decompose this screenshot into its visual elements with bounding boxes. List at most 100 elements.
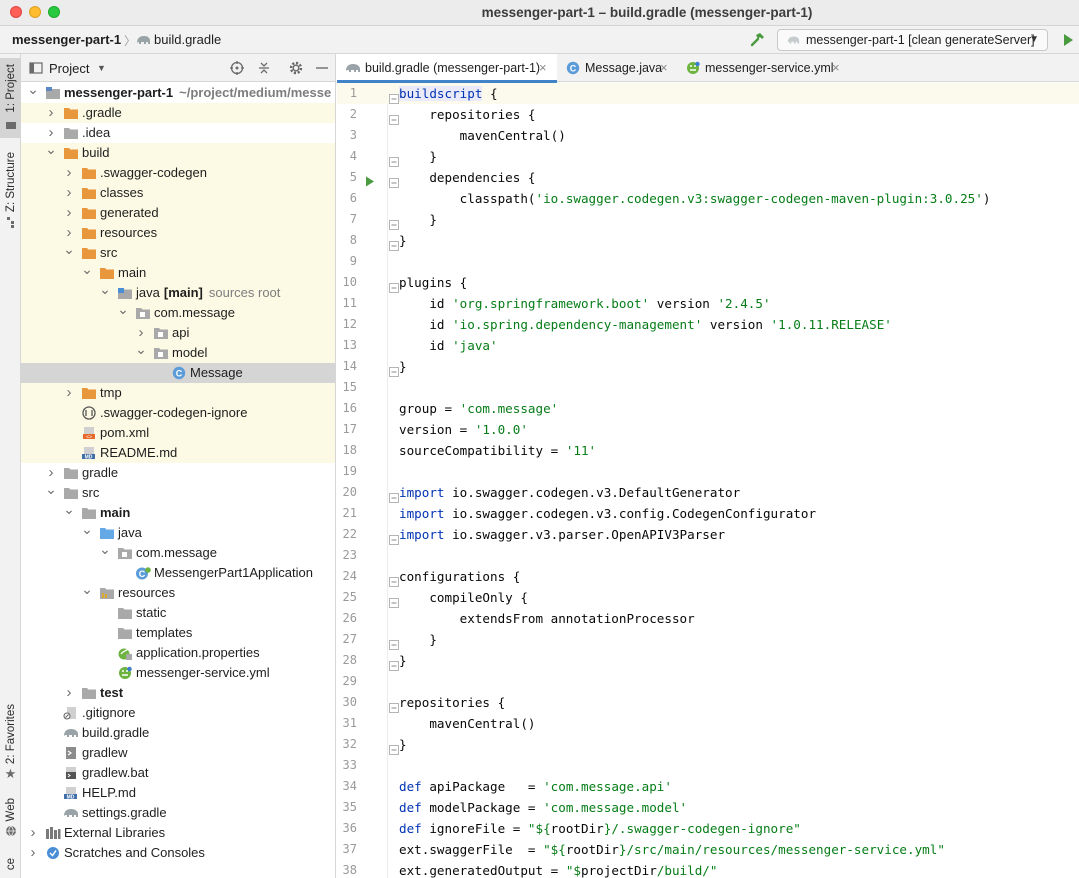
- tree-item[interactable]: ⌄main: [21, 501, 335, 523]
- fold-marker-icon[interactable]: [389, 740, 399, 755]
- tool-tab-project[interactable]: 1: Project: [0, 58, 21, 138]
- fold-marker-icon[interactable]: [389, 362, 399, 377]
- fold-marker-icon[interactable]: [389, 530, 399, 545]
- tree-item[interactable]: ›generated: [21, 203, 335, 223]
- chevron-down-icon[interactable]: ⌄: [81, 521, 93, 537]
- tree-item[interactable]: ⌄com.message: [21, 541, 335, 563]
- code-line[interactable]: 14}: [337, 356, 1079, 377]
- tool-tab-structure[interactable]: Z: Structure: [0, 150, 21, 230]
- code-line[interactable]: 4 }: [337, 146, 1079, 167]
- chevron-right-icon[interactable]: ›: [138, 324, 144, 341]
- tree-item[interactable]: ›resources: [21, 223, 335, 243]
- chevron-right-icon[interactable]: ›: [66, 204, 72, 221]
- close-tab-icon[interactable]: ×: [832, 60, 840, 75]
- code-line[interactable]: 33: [337, 755, 1079, 776]
- tree-item[interactable]: .swagger-codegen-ignore: [21, 403, 335, 423]
- chevron-down-icon[interactable]: ⌄: [81, 581, 93, 597]
- tree-item[interactable]: gradlew: [21, 743, 335, 763]
- zoom-window-button[interactable]: [48, 6, 60, 18]
- tree-item[interactable]: ›.gradle: [21, 103, 335, 123]
- code-line[interactable]: 5 dependencies {: [337, 167, 1079, 188]
- tree-item[interactable]: ⌄messenger-part-1~/project/medium/messe: [21, 81, 335, 103]
- collapse-all-icon[interactable]: [256, 60, 272, 76]
- tree-item[interactable]: ›gradle: [21, 463, 335, 483]
- code-line[interactable]: 2 repositories {: [337, 104, 1079, 125]
- code-line[interactable]: 11 id 'org.springframework.boot' version…: [337, 293, 1079, 314]
- chevron-right-icon[interactable]: ›: [66, 384, 72, 401]
- fold-marker-icon[interactable]: [389, 572, 399, 587]
- tree-item[interactable]: ›External Libraries: [21, 823, 335, 843]
- chevron-right-icon[interactable]: ›: [66, 224, 72, 241]
- code-line[interactable]: 3 mavenCentral(): [337, 125, 1079, 146]
- tree-item[interactable]: messenger-service.yml: [21, 663, 335, 683]
- project-view-selector[interactable]: Project: [49, 61, 90, 76]
- code-line[interactable]: 15: [337, 377, 1079, 398]
- tree-item[interactable]: ⌄resources: [21, 581, 335, 603]
- code-line[interactable]: 27 }: [337, 629, 1079, 650]
- tree-item[interactable]: ›api: [21, 323, 335, 343]
- hide-panel-icon[interactable]: [314, 60, 330, 76]
- fold-marker-icon[interactable]: [389, 236, 399, 251]
- code-line[interactable]: 8}: [337, 230, 1079, 251]
- chevron-right-icon[interactable]: ›: [48, 104, 54, 121]
- tree-item[interactable]: ⌄src: [21, 241, 335, 263]
- tree-item[interactable]: gradlew.bat: [21, 763, 335, 783]
- fold-marker-icon[interactable]: [389, 278, 399, 293]
- code-line[interactable]: 13 id 'java': [337, 335, 1079, 356]
- close-window-button[interactable]: [10, 6, 22, 18]
- editor-tab[interactable]: messenger-service.yml×: [677, 54, 847, 82]
- tree-item[interactable]: ⌄main: [21, 261, 335, 283]
- chevron-down-icon[interactable]: ⌄: [99, 541, 111, 557]
- tree-item[interactable]: ›.swagger-codegen: [21, 163, 335, 183]
- tree-item[interactable]: ›test: [21, 683, 335, 703]
- chevron-right-icon[interactable]: ›: [66, 164, 72, 181]
- chevron-right-icon[interactable]: ›: [48, 124, 54, 141]
- chevron-down-icon[interactable]: ⌄: [63, 501, 75, 517]
- tree-item[interactable]: application.properties: [21, 643, 335, 663]
- chevron-down-icon[interactable]: ⌄: [45, 481, 57, 497]
- chevron-down-icon[interactable]: ⌄: [27, 81, 39, 97]
- tree-item[interactable]: static: [21, 603, 335, 623]
- editor-tab[interactable]: build.gradle (messenger-part-1)×: [337, 54, 557, 83]
- breadcrumb-file[interactable]: build.gradle: [154, 32, 222, 47]
- chevron-down-icon[interactable]: ⌄: [63, 241, 75, 257]
- chevron-down-icon[interactable]: ▼: [97, 63, 106, 73]
- code-line[interactable]: 25 compileOnly {: [337, 587, 1079, 608]
- fold-marker-icon[interactable]: [389, 89, 399, 104]
- tree-item[interactable]: ›Scratches and Consoles: [21, 843, 335, 863]
- tree-item[interactable]: ⌄java: [21, 521, 335, 543]
- code-line[interactable]: 19: [337, 461, 1079, 482]
- chevron-down-icon[interactable]: ⌄: [135, 341, 147, 357]
- tree-item[interactable]: ⌄build: [21, 141, 335, 163]
- chevron-right-icon[interactable]: ›: [30, 844, 36, 861]
- close-tab-icon[interactable]: ×: [539, 60, 547, 75]
- fold-marker-icon[interactable]: [389, 698, 399, 713]
- code-line[interactable]: 12 id 'io.spring.dependency-management' …: [337, 314, 1079, 335]
- code-line[interactable]: 32}: [337, 734, 1079, 755]
- chevron-right-icon[interactable]: ›: [66, 684, 72, 701]
- run-configuration-selector[interactable]: messenger-part-1 [clean generateServer] …: [777, 29, 1048, 51]
- tree-item[interactable]: ›.idea: [21, 123, 335, 143]
- chevron-down-icon[interactable]: ⌄: [45, 141, 57, 157]
- chevron-down-icon[interactable]: ⌄: [117, 301, 129, 317]
- fold-marker-icon[interactable]: [389, 656, 399, 671]
- tree-item[interactable]: build.gradle: [21, 723, 335, 743]
- tree-item[interactable]: .gitignore: [21, 703, 335, 723]
